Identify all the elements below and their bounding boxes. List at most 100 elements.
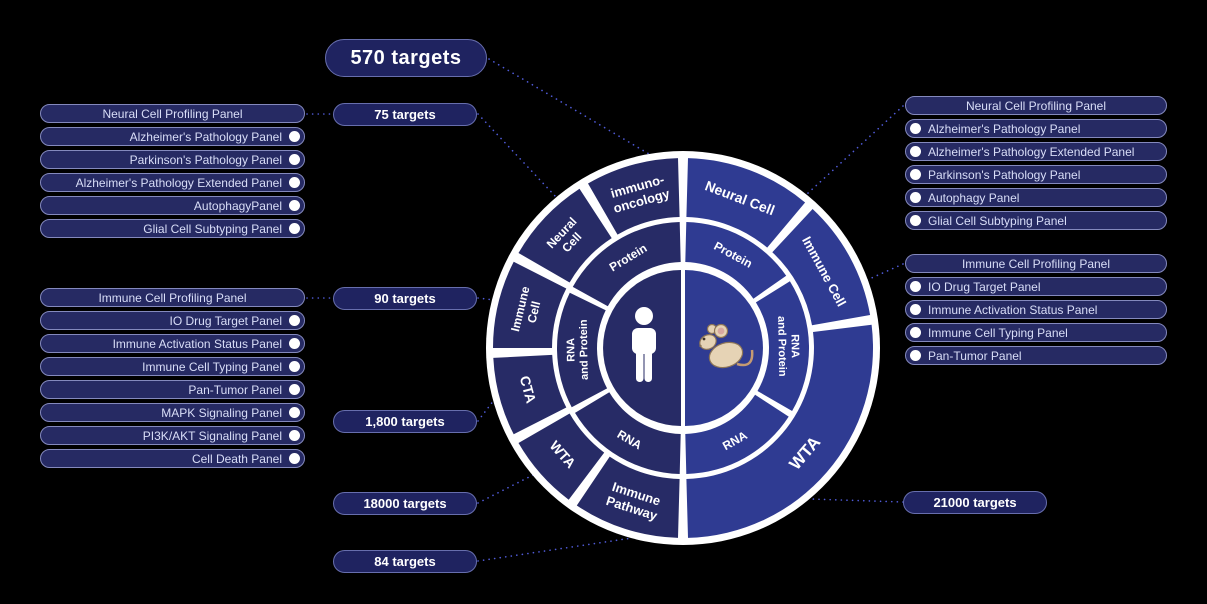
- panel-pill-label: Alzheimer's Pathology Panel: [129, 129, 282, 144]
- panel-pill-label: Immune Activation Status Panel: [112, 336, 282, 351]
- panel-pill-label: Pan-Tumor Panel: [188, 382, 282, 397]
- dot-icon: [910, 192, 921, 203]
- panel-pill: Pan-Tumor Panel: [40, 380, 305, 399]
- wheel-segment-neural-cell: [686, 158, 806, 248]
- connector-line: [477, 537, 633, 562]
- targets-570-pill: 570 targets: [325, 39, 487, 77]
- targets-84-pill: 84 targets: [333, 550, 477, 573]
- dot-icon: [910, 169, 921, 180]
- dot-icon: [289, 338, 300, 349]
- panel-pill: Cell Death Panel: [40, 449, 305, 468]
- panel-pill-label: Immune Cell Typing Panel: [928, 325, 1068, 340]
- wheel-segment-protein: [572, 222, 681, 307]
- wheel-segment-immune-pathway: [576, 456, 680, 538]
- panel-pill: Immune Activation Status Panel: [905, 300, 1167, 319]
- wheel-rings: ImmunePathwayWTACTAImmuneCellNeuralCelli…: [492, 158, 874, 538]
- wheel-segment-cta: [493, 354, 567, 435]
- wheel-segment-label-cta: CTA: [517, 374, 540, 405]
- panel-pill-label: Alzheimer's Pathology Panel: [928, 121, 1081, 136]
- panel-pill-label: Immune Cell Typing Panel: [142, 359, 282, 374]
- connector-line: [477, 399, 495, 422]
- panel-pill-label: Pan-Tumor Panel: [928, 348, 1022, 363]
- dot-icon: [289, 384, 300, 395]
- dot-icon: [910, 123, 921, 134]
- dot-icon: [910, 146, 921, 157]
- panel-pill: Alzheimer's Pathology Panel: [905, 119, 1167, 138]
- panel-pill: Alzheimer's Pathology Extended Panel: [40, 173, 305, 192]
- panel-pill: Alzheimer's Pathology Panel: [40, 127, 305, 146]
- wheel-segment-wta: [518, 413, 605, 500]
- human-icon: [632, 307, 656, 382]
- panel-group-header: Neural Cell Profiling Panel: [40, 104, 305, 123]
- connector-line: [477, 297, 495, 301]
- dot-icon: [289, 361, 300, 372]
- dot-icon: [289, 430, 300, 441]
- left-panel-group-2: Immune Cell Profiling Panel IO Drug Targe…: [40, 288, 305, 468]
- panel-pill-label: Alzheimer's Pathology Extended Panel: [75, 175, 282, 190]
- targets-21000-pill: 21000 targets: [903, 491, 1047, 514]
- connector-line: [477, 474, 534, 504]
- wheel-segment-neural-cell: [518, 188, 612, 283]
- panel-group-header: Neural Cell Profiling Panel: [905, 96, 1167, 115]
- panel-pill: Immune Cell Typing Panel: [40, 357, 305, 376]
- wheel-segment-immune-cell: [492, 261, 567, 348]
- targets-1800-pill: 1,800 targets: [333, 410, 477, 433]
- panel-pill-label: MAPK Signaling Panel: [161, 405, 282, 420]
- targets-75-pill: 75 targets: [333, 103, 477, 126]
- targets-18000-pill: 18000 targets: [333, 492, 477, 515]
- wheel-segment-wta: [686, 324, 874, 538]
- panel-group-header: Immune Cell Profiling Panel: [905, 254, 1167, 273]
- panel-pill-label: Parkinson's Pathology Panel: [928, 167, 1081, 182]
- targets-90-pill: 90 targets: [333, 287, 477, 310]
- panel-pill-label: PI3K/AKT Signaling Panel: [142, 428, 282, 443]
- panel-pill: PI3K/AKT Signaling Panel: [40, 426, 305, 445]
- wheel-segment-immuno-oncology: [588, 158, 680, 235]
- dot-icon: [289, 315, 300, 326]
- wheel-segment-rna-and-protein: [556, 292, 608, 408]
- panel-pill-label: Glial Cell Subtyping Panel: [143, 221, 282, 236]
- connector-line: [866, 263, 904, 281]
- wheel-segment-label-rna-and-protein: RNAand Protein: [565, 319, 591, 380]
- dot-icon: [289, 177, 300, 188]
- panel-pill: Immune Cell Typing Panel: [905, 323, 1167, 342]
- wheel-segment-rna-and-protein: [755, 281, 810, 411]
- wheel-segment-rna: [575, 392, 681, 474]
- wheel-segment-protein: [685, 222, 787, 299]
- dot-icon: [910, 215, 921, 226]
- panel-pill-label: AutophagyPanel: [193, 198, 282, 213]
- dot-icon: [910, 327, 921, 338]
- panel-pill-label: Glial Cell Subtyping Panel: [928, 213, 1067, 228]
- wheel-segment-immune-cell: [772, 209, 871, 326]
- connector-lines: [306, 58, 904, 562]
- connector-line: [477, 113, 557, 198]
- panel-group-header: Immune Cell Profiling Panel: [40, 288, 305, 307]
- panel-pill: AutophagyPanel: [40, 196, 305, 215]
- panel-pill: Parkinson's Pathology Panel: [40, 150, 305, 169]
- panel-pill: Glial Cell Subtyping Panel: [905, 211, 1167, 230]
- panel-pill-label: IO Drug Target Panel: [928, 279, 1041, 294]
- panel-pill: Parkinson's Pathology Panel: [905, 165, 1167, 184]
- panel-pill: Glial Cell Subtyping Panel: [40, 219, 305, 238]
- panel-pill-label: Cell Death Panel: [191, 451, 282, 466]
- panel-pill-label: Immune Activation Status Panel: [928, 302, 1098, 317]
- dot-icon: [289, 131, 300, 142]
- mouse-icon: [699, 323, 754, 369]
- dot-icon: [289, 453, 300, 464]
- dot-icon: [289, 223, 300, 234]
- panel-pill-label: IO Drug Target Panel: [169, 313, 282, 328]
- connector-line: [810, 498, 904, 503]
- dot-icon: [289, 154, 300, 165]
- panel-pill: Immune Activation Status Panel: [40, 334, 305, 353]
- wheel-segment-rna: [685, 394, 789, 474]
- panel-pill: Pan-Tumor Panel: [905, 346, 1167, 365]
- panel-pill-label: Autophagy Panel: [928, 190, 1020, 205]
- panel-pill: IO Drug Target Panel: [40, 311, 305, 330]
- dot-icon: [289, 200, 300, 211]
- panel-pill: Autophagy Panel: [905, 188, 1167, 207]
- dot-icon: [289, 407, 300, 418]
